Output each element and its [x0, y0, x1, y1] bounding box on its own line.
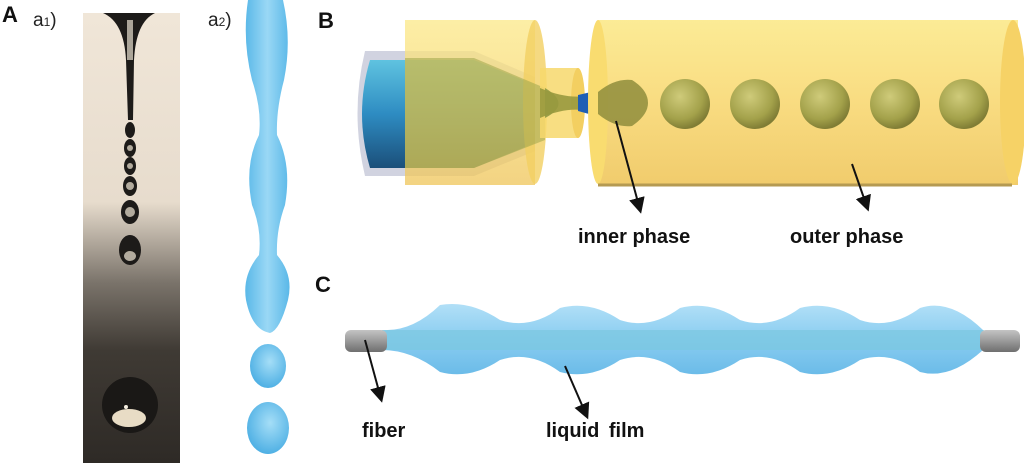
- sublabel-a1-prefix: a: [33, 10, 44, 31]
- panel-b-device: [357, 20, 1024, 214]
- liquid-film-label: liquid film: [546, 420, 645, 442]
- droplet: [800, 79, 850, 129]
- fiber-right-end: [980, 330, 1020, 352]
- panel-c-fiber: [345, 304, 1020, 420]
- fiber-label: fiber: [362, 420, 406, 442]
- fiber-arrow: [364, 339, 386, 403]
- panel-letter-b: B: [318, 8, 334, 33]
- droplet: [730, 79, 780, 129]
- droplet: [870, 79, 920, 129]
- sublabel-a1-index: 1: [43, 15, 51, 29]
- sublabel-a1: a1): [33, 10, 57, 32]
- droplet: [250, 344, 286, 388]
- sublabel-a2-suffix: ): [225, 10, 232, 31]
- sublabel-a2-index: 2: [218, 15, 226, 29]
- panel-letter-c: C: [315, 272, 331, 297]
- forming-droplet: [598, 79, 648, 127]
- sublabel-a2-prefix: a: [208, 10, 219, 31]
- panel-a1-photo: [83, 13, 180, 463]
- inner-phase-label: inner phase: [578, 226, 691, 248]
- sublabel-a2: a2): [208, 10, 232, 32]
- outer-phase-arrow: [851, 163, 871, 212]
- droplet: [939, 79, 989, 129]
- falling-drop: [102, 377, 158, 433]
- panel-letter-a: A: [2, 2, 18, 27]
- sublabel-a1-suffix: ): [50, 10, 57, 31]
- panel-a2-simulation: [245, 0, 290, 454]
- outer-phase-label: outer phase: [790, 226, 904, 248]
- droplet: [247, 402, 289, 454]
- liquid-film-arrow: [564, 365, 590, 420]
- inner-phase-arrow: [615, 120, 645, 214]
- droplet: [660, 79, 710, 129]
- droplets-row: [660, 79, 989, 129]
